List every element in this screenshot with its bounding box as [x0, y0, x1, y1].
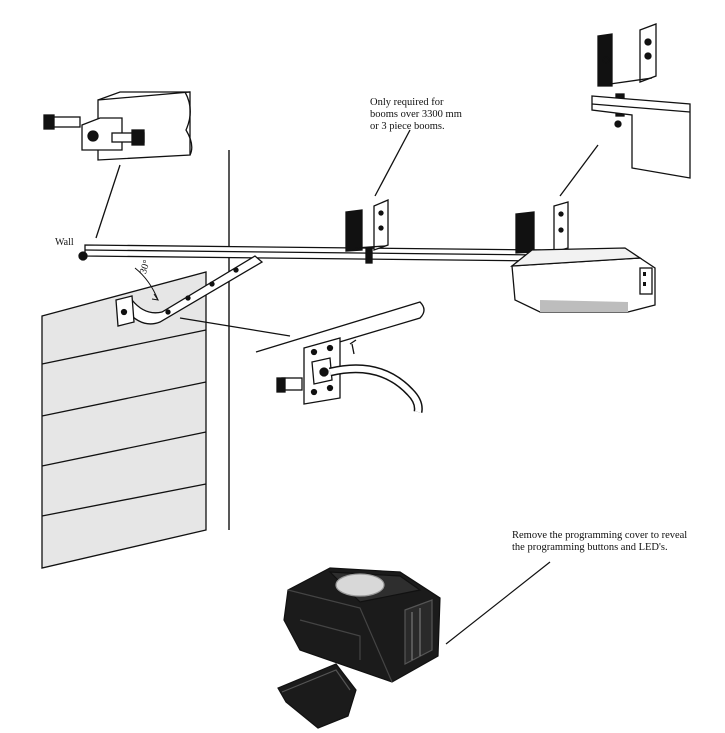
boom-support-note: Only required for booms over 3300 mm or …	[370, 97, 462, 133]
boom-note-line-1: Only required for	[370, 97, 444, 108]
motor-unit	[509, 247, 656, 313]
cover-callout-line	[445, 561, 551, 645]
wall-bracket-detail	[43, 91, 193, 239]
opener-unit-bottom	[283, 567, 441, 683]
motor-hanger-bracket	[515, 201, 569, 254]
programming-cover	[277, 663, 357, 729]
cover-note-line-2: the programming buttons and LED's.	[512, 542, 668, 553]
wall-label: Wall	[55, 237, 74, 248]
opener-rail	[78, 244, 541, 262]
door-bracket-detail	[255, 301, 425, 413]
cover-note-line-1: Remove the programming cover to reveal	[512, 530, 688, 541]
boom-note-line-2: booms over 3300 mm	[370, 109, 462, 120]
middle-hanger-bracket	[345, 129, 411, 264]
programming-cover-note: Remove the programming cover to reveal t…	[512, 530, 687, 554]
boom-note-line-3: or 3 piece booms.	[370, 121, 445, 132]
garage-door	[41, 271, 207, 569]
door-arm	[115, 255, 291, 337]
ceiling-mount-detail	[559, 23, 691, 197]
